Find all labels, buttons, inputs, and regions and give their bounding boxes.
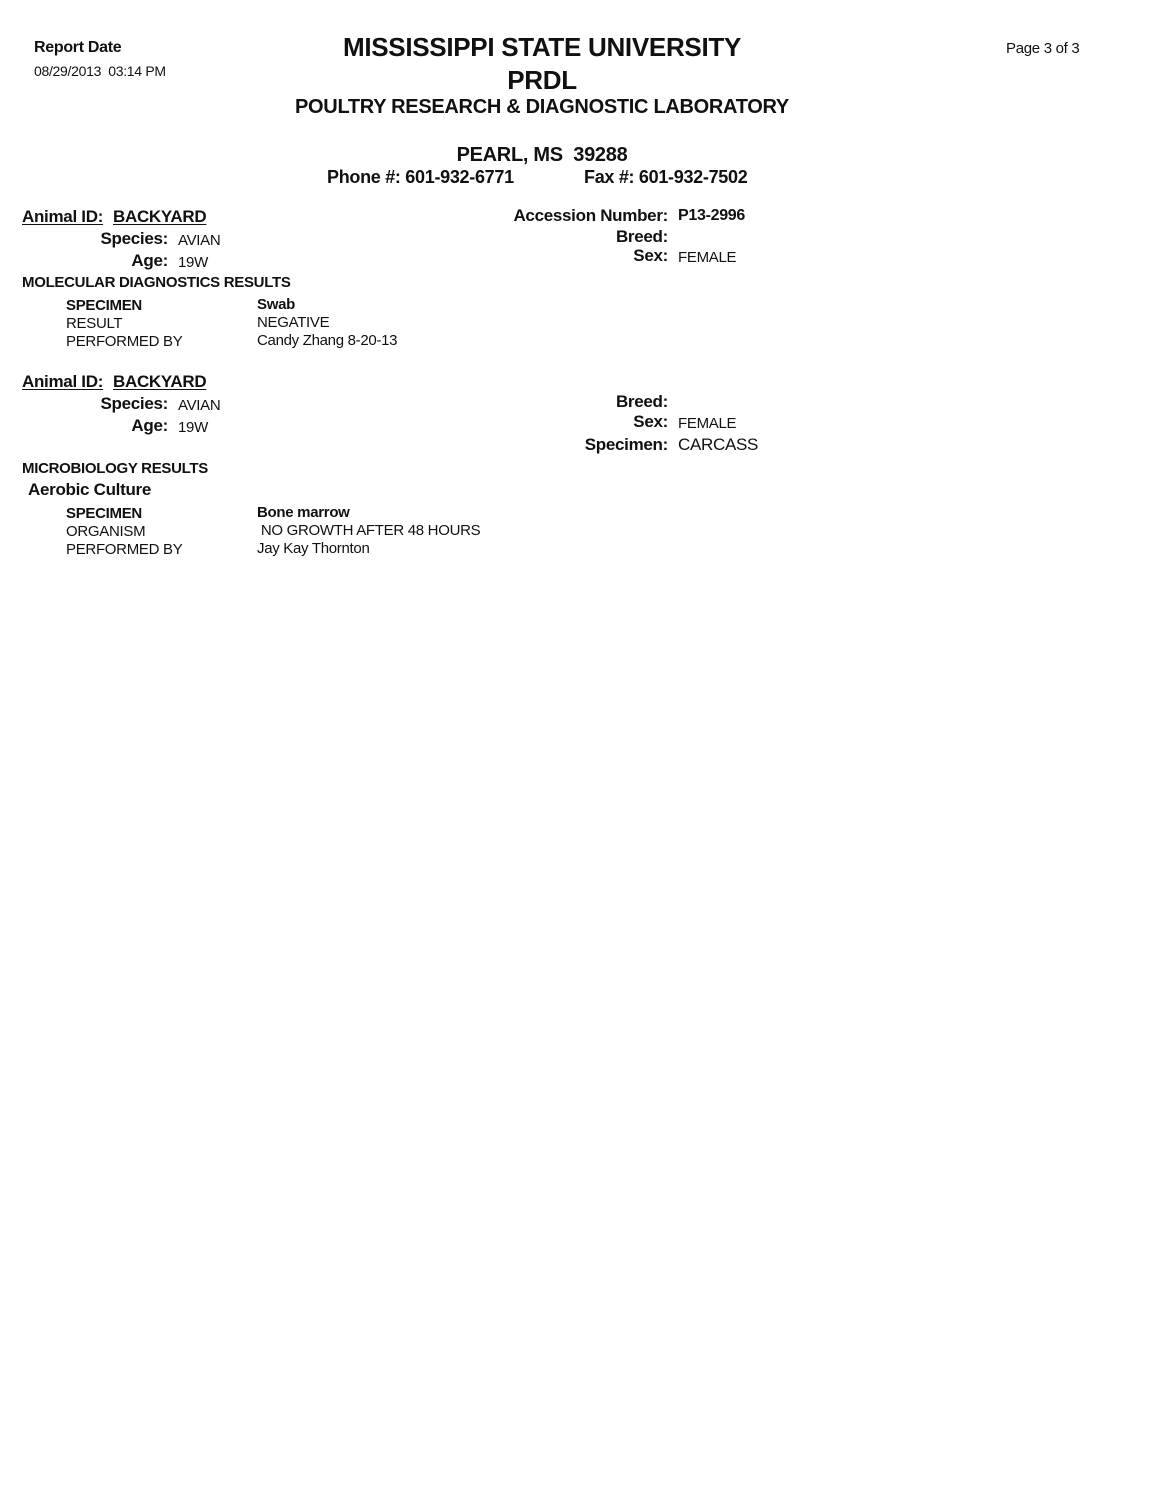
report-date: 08/29/2013 03:14 PM: [34, 63, 166, 79]
species-label: Species:: [100, 394, 168, 413]
section-title: MICROBIOLOGY RESULTS: [22, 460, 208, 477]
animal-id-label: Animal ID:: [22, 207, 104, 226]
specimen-label: Specimen:: [584, 435, 669, 454]
report-date-label: Report Date: [34, 39, 122, 56]
age-value: 19W: [178, 254, 208, 271]
animal-id-label: Animal ID:: [22, 372, 104, 391]
page-number: Page 3 of 3: [1006, 40, 1080, 57]
breed-label: Breed:: [615, 392, 668, 411]
lab-short-name: PRDL: [507, 65, 577, 95]
lab-phone: Phone #: 601-932-6771: [327, 167, 514, 187]
university-name: MISSISSIPPI STATE UNIVERSITY: [342, 32, 742, 62]
result-label: PERFORMED BY: [66, 333, 183, 350]
sex-label: Sex:: [633, 412, 668, 431]
sex-value: FEMALE: [678, 415, 737, 432]
species-value: AVIAN: [178, 397, 221, 414]
result-value: Swab: [257, 296, 295, 313]
result-label: SPECIMEN: [66, 505, 142, 522]
age-label: Age:: [131, 416, 168, 435]
specimen-value: CARCASS: [678, 435, 759, 454]
age-value: 19W: [178, 419, 208, 436]
accession-label: Accession Number:: [513, 206, 668, 225]
animal-id: BACKYARD: [113, 372, 207, 391]
lab-name: POULTRY RESEARCH & DIAGNOSTIC LABORATORY: [295, 96, 789, 118]
result-label: RESULT: [66, 315, 123, 332]
result-label: PERFORMED BY: [66, 541, 183, 558]
sex-value: FEMALE: [678, 249, 737, 266]
result-value: NEGATIVE: [257, 314, 330, 331]
result-value: Candy Zhang 8-20-13: [257, 332, 398, 349]
species-label: Species:: [100, 229, 168, 248]
result-value: Bone marrow: [257, 504, 350, 521]
accession-value: P13-2996: [678, 207, 745, 224]
result-label: ORGANISM: [66, 523, 146, 540]
lab-city: PEARL, MS 39288: [456, 144, 628, 166]
age-label: Age:: [131, 251, 168, 270]
sex-label: Sex:: [633, 246, 668, 265]
lab-fax: Fax #: 601-932-7502: [584, 167, 748, 187]
species-value: AVIAN: [178, 232, 221, 249]
animal-id: BACKYARD: [113, 207, 207, 226]
result-label: SPECIMEN: [66, 297, 142, 314]
section-title: MOLECULAR DIAGNOSTICS RESULTS: [22, 274, 291, 291]
subsection-title: Aerobic Culture: [28, 480, 152, 499]
breed-label: Breed:: [615, 227, 668, 246]
result-value: NO GROWTH AFTER 48 HOURS: [257, 522, 481, 539]
result-value: Jay Kay Thornton: [257, 540, 370, 557]
